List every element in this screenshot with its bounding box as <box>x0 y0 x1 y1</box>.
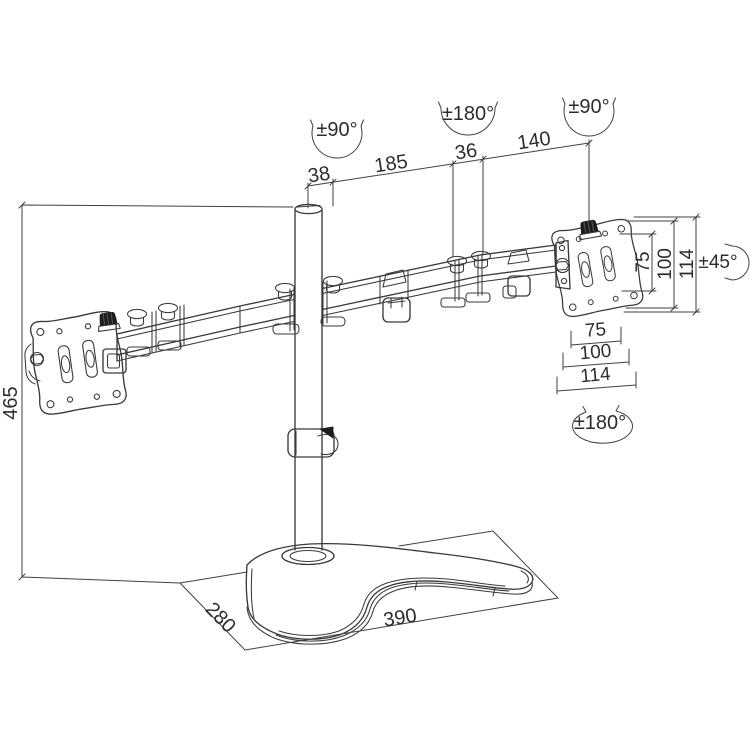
dimension-lines <box>18 139 701 651</box>
rotate-arc-center <box>438 101 498 136</box>
bar-cable-clip-top <box>382 269 407 288</box>
angle-right-label: ±90° <box>568 96 609 118</box>
left-arm-clamp <box>126 302 185 357</box>
bar-cable-clip-hanging-right <box>502 275 531 299</box>
angle-left-label: ±90° <box>316 119 357 141</box>
right-plate-arm-hinge <box>554 239 571 290</box>
crossbar <box>116 244 557 362</box>
dim-140-label: 140 <box>516 128 552 155</box>
wingnut-bolt <box>274 282 296 301</box>
left-plate-arm-hinge <box>102 348 127 374</box>
pole <box>287 203 339 551</box>
dim-v114-label: 114 <box>677 248 698 279</box>
center-pole-clamp <box>272 275 346 335</box>
base-rim-line-2 <box>275 582 510 642</box>
swivel-arc-left <box>310 119 364 159</box>
right-plate-knob <box>576 218 603 241</box>
base-front-rib <box>250 568 255 619</box>
rotation-arcs <box>310 97 750 444</box>
swivel-arc-right <box>562 97 616 137</box>
pole-shaft <box>294 209 323 551</box>
base-bottom-edge <box>246 581 533 645</box>
right-arm-clamp <box>440 250 492 308</box>
base <box>245 542 534 645</box>
dim-h114-label: 114 <box>580 364 612 388</box>
tilt-arc <box>724 243 750 281</box>
left-plate-tilt-hinge <box>24 343 45 385</box>
dim-465-label: 465 <box>0 386 22 419</box>
base-footprint-outline <box>179 530 560 651</box>
dim-38-label: 38 <box>306 163 331 188</box>
bar-cable-clip-hanging <box>382 296 411 323</box>
base-arm-seams <box>414 570 529 597</box>
dim-v75-label: 75 <box>633 251 654 272</box>
dim-185-label: 185 <box>373 151 409 178</box>
angle-center-label: ±180° <box>442 103 494 125</box>
pole-cable-clip <box>287 426 339 458</box>
dim-v100-label: 100 <box>655 248 676 280</box>
dimension-labels: 38 185 36 140 ±90° ±180° ±90° ±45° ±180°… <box>0 96 738 637</box>
dim-h75-label: 75 <box>584 319 607 342</box>
wingnut-bolt <box>322 275 344 294</box>
pole-collar-inner <box>289 549 327 563</box>
bar-cable-clip-top-right <box>507 249 530 265</box>
dim-36-label: 36 <box>453 140 478 165</box>
base-top-outline <box>245 542 534 640</box>
dim-h100-label: 100 <box>579 341 612 365</box>
base-rim-line-1 <box>278 577 506 637</box>
plate-rotate-arc <box>572 405 633 444</box>
wingnut-bolt <box>157 302 179 321</box>
dim-280-label: 280 <box>201 598 240 637</box>
left-plate-knob <box>95 311 121 332</box>
angle-plate-rotate-label: ±180° <box>574 412 626 434</box>
dim-390-label: 390 <box>382 605 418 632</box>
bar-seams <box>239 270 409 334</box>
clip-latch <box>318 426 334 439</box>
pole-collar-outer <box>281 546 335 566</box>
angle-tilt-label: ±45° <box>698 252 737 273</box>
left-vesa-plate <box>24 308 129 417</box>
wingnut-bolt <box>126 308 148 327</box>
right-vesa-plate <box>548 216 646 320</box>
right-plate-body <box>548 216 646 320</box>
